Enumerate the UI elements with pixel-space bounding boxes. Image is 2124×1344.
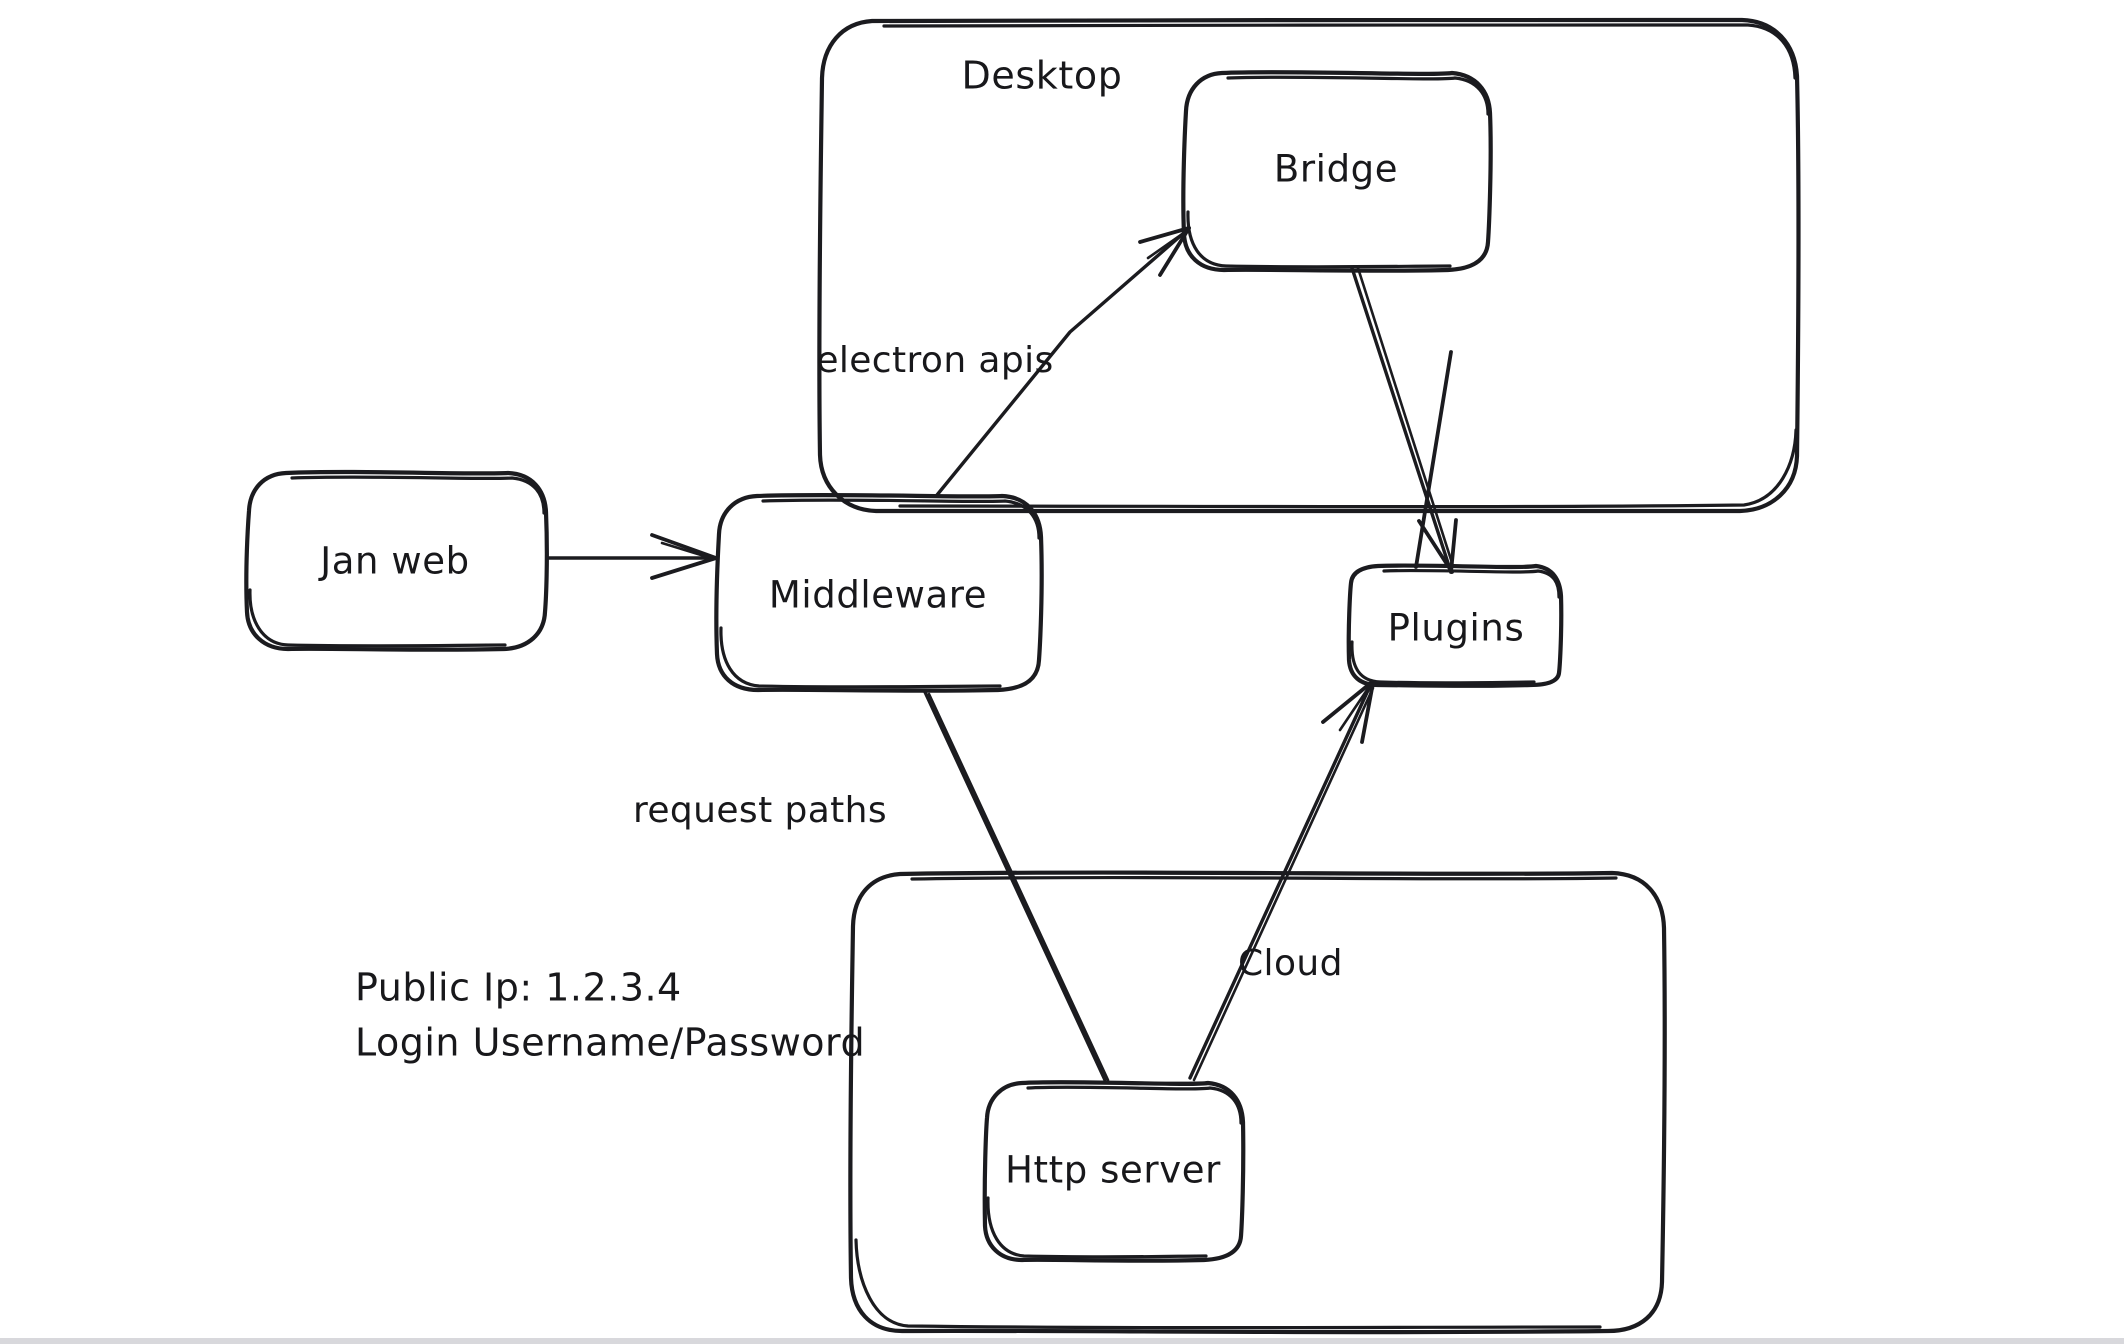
group-label-desktop: Desktop <box>962 54 1123 98</box>
node-label-middleware: Middleware <box>769 574 987 617</box>
note-public-ip: Public Ip: 1.2.3.4 Login Username/Passwo… <box>355 966 865 1065</box>
note-line-login: Login Username/Password <box>355 1021 865 1065</box>
node-label-plugins: Plugins <box>1388 607 1525 650</box>
node-label-jan-web: Jan web <box>318 540 470 583</box>
group-cloud-region[interactable] <box>848 870 1667 1335</box>
node-bridge[interactable]: Bridge <box>1181 70 1493 273</box>
edge-http-server-to-plugins: Cloud <box>1188 680 1375 1082</box>
edge-middleware-to-bridge: electron apis <box>816 226 1191 497</box>
node-label-bridge: Bridge <box>1274 148 1398 191</box>
node-label-http-server: Http server <box>1005 1149 1221 1192</box>
edge-middleware-to-http-server: request paths <box>633 690 1110 1082</box>
node-middleware[interactable]: Middleware <box>714 492 1044 693</box>
node-jan-web[interactable]: Jan web <box>244 469 549 652</box>
edge-bridge-to-plugins <box>1350 266 1458 574</box>
group-desktop[interactable]: Desktop <box>817 17 1801 514</box>
node-plugins[interactable]: Plugins <box>1346 563 1564 688</box>
edge-jan-web-to-middleware <box>545 533 718 580</box>
edge-label-cloud: Cloud <box>1238 943 1343 984</box>
note-line-public-ip: Public Ip: 1.2.3.4 <box>355 966 682 1010</box>
node-http-server[interactable]: Http server <box>982 1080 1246 1263</box>
edge-label-request-paths: request paths <box>633 790 887 831</box>
edge-label-electron-apis: electron apis <box>816 340 1053 381</box>
